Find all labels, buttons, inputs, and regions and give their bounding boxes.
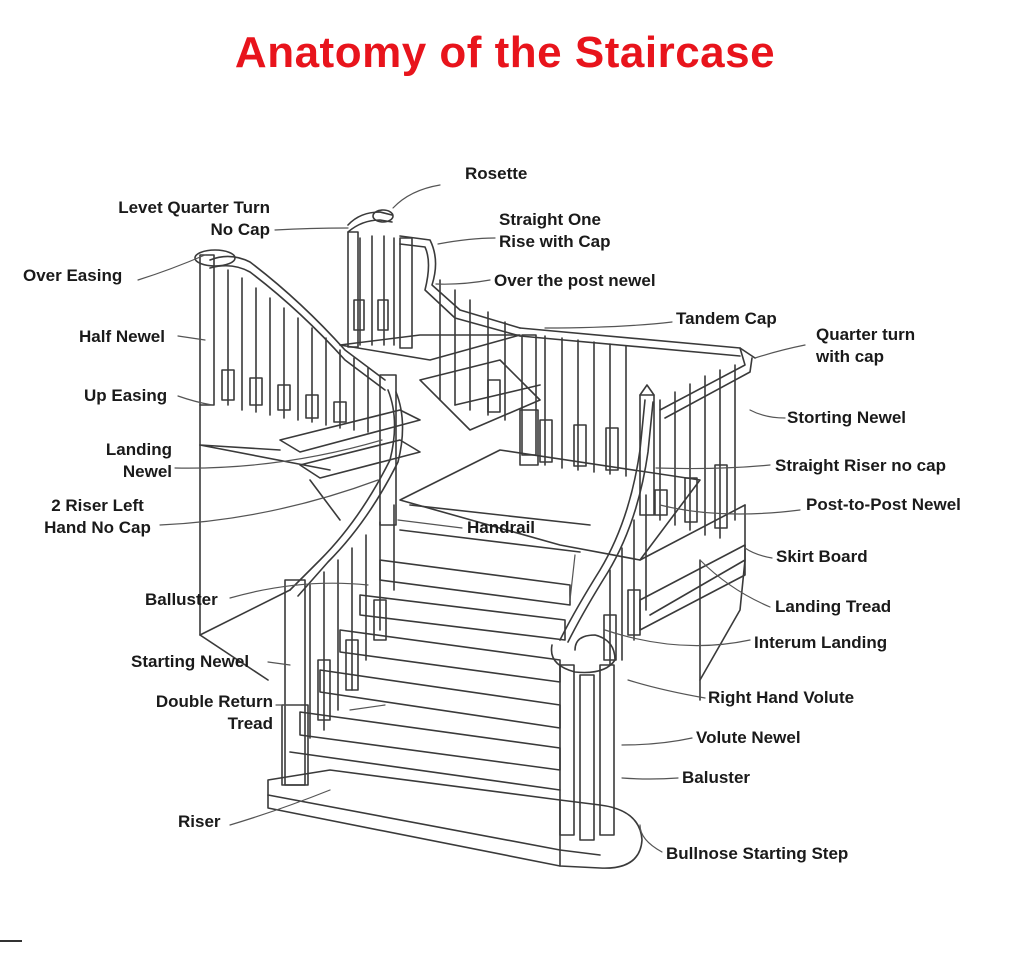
label-skirt-board: Skirt Board [776, 547, 868, 566]
label-tandem-cap: Tandem Cap [676, 309, 777, 328]
label-over-the-post-newel: Over the post newel [494, 271, 656, 290]
skirt-board [639, 544, 746, 631]
label-volute-newel: Volute Newel [696, 728, 801, 747]
landing-newel [379, 374, 397, 526]
label-straight-riser-no-cap: Straight Riser no cap [775, 456, 946, 475]
upper-tread-1 [279, 409, 421, 453]
balusters-upper-left [221, 269, 369, 433]
label-2-riser-left-hand: 2 Riser Left Hand No Cap [44, 496, 151, 537]
label-baluster-right: Baluster [682, 768, 751, 787]
balusters-main-right [603, 494, 647, 666]
corner-rule [0, 940, 22, 942]
tread-5 [379, 559, 571, 606]
center-newel [521, 334, 537, 456]
label-levet-quarter-turn: Levet Quarter Turn No Cap [118, 198, 270, 239]
label-post-to-post-newel: Post-to-Post Newel [806, 495, 961, 514]
label-over-easing: Over Easing [23, 266, 123, 285]
balusters-main-left [309, 504, 395, 739]
label-straight-one-rise: Straight One Rise with Cap [499, 210, 611, 251]
bullnose-step [267, 769, 643, 869]
label-riser: Riser [178, 812, 221, 831]
label-up-easing: Up Easing [84, 386, 168, 405]
landing-floor [399, 449, 701, 561]
right-hand-volute [550, 634, 616, 674]
label-right-hand-volute: Right Hand Volute [708, 688, 855, 707]
tread-1 [299, 711, 561, 771]
balusters-back [439, 279, 736, 539]
handrail-main-right [559, 399, 646, 641]
tread-3 [339, 629, 561, 683]
label-landing-tread: Landing Tread [775, 597, 892, 616]
label-double-return-tread: Double Return Tread [155, 692, 273, 733]
handrail-upper-left [209, 255, 386, 381]
right-newel [639, 394, 655, 516]
handrail-main-left [289, 389, 396, 591]
label-handrail: Handrail [467, 518, 536, 537]
label-rosette: Rosette [465, 164, 528, 183]
newel-top-left [199, 254, 215, 406]
diagram-title: Anatomy of the Staircase [234, 28, 776, 77]
label-baluster-left: Balluster [145, 590, 218, 609]
label-storting-newel: Storting Newel [787, 408, 907, 427]
upper-tread-2 [299, 439, 421, 479]
label-landing-newel: Landing Newel [105, 440, 172, 481]
label-interum-landing: Interum Landing [754, 633, 888, 652]
volute-newel [559, 664, 575, 836]
label-half-newel: Half Newel [79, 327, 165, 346]
label-bullnose-starting-step: Bullnose Starting Step [666, 844, 849, 863]
balusters-top [353, 235, 395, 346]
label-starting-newel: Starting Newel [131, 652, 250, 671]
tread-4 [359, 594, 566, 641]
label-quarter-turn-with-cap: Quarter turn with cap [816, 325, 916, 366]
